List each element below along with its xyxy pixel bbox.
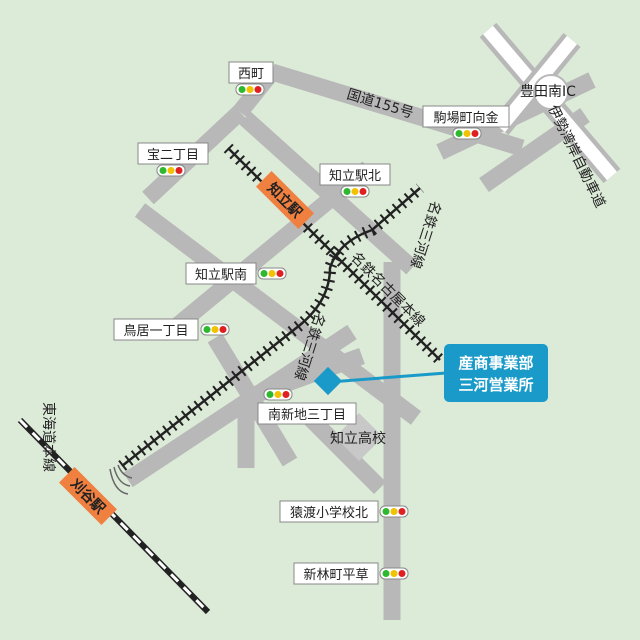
intersection-minamishinchi3[interactable]: 南新地三丁目 bbox=[257, 388, 357, 425]
intersection-label: 鳥居一丁目 bbox=[123, 324, 188, 339]
destination-pointer bbox=[329, 371, 447, 384]
school-label: 知立高校 bbox=[330, 430, 386, 447]
road-network bbox=[123, 63, 596, 620]
intersection-label: 宝二丁目 bbox=[147, 148, 199, 163]
traffic-signal-icon bbox=[379, 567, 409, 580]
destination-line2: 三河営業所 bbox=[458, 376, 533, 394]
intersection-label: 新林町平草 bbox=[303, 567, 368, 583]
school-block bbox=[334, 412, 384, 462]
intersection-label: 西町 bbox=[238, 67, 264, 82]
road-segment bbox=[166, 161, 374, 337]
intersection-chiryu-eki-minami[interactable]: 知立駅南 bbox=[185, 262, 287, 285]
intersection-nishimachi[interactable]: 西町 bbox=[228, 61, 274, 96]
road-segment bbox=[134, 203, 422, 425]
intersection-label: 知立駅南 bbox=[195, 267, 247, 283]
traffic-signal-icon bbox=[379, 505, 409, 518]
traffic-signal-icon bbox=[452, 127, 482, 140]
traffic-signal-icon bbox=[257, 267, 287, 280]
interchange-label: 豊田南IC bbox=[520, 84, 576, 100]
intersection-saruwatari[interactable]: 猿渡小学校北 bbox=[279, 500, 409, 523]
intersection-label: 猿渡小学校北 bbox=[290, 505, 368, 521]
tokaido-line-label: 東海道本線 bbox=[40, 402, 56, 472]
road-segment bbox=[123, 324, 357, 488]
intersection-komabacho[interactable]: 駒場町向金 bbox=[422, 105, 510, 140]
rail-connector bbox=[117, 464, 133, 479]
intersection-shinbayashi[interactable]: 新林町平草 bbox=[293, 562, 409, 585]
traffic-signal-icon bbox=[200, 323, 230, 336]
intersection-label: 南新地三丁目 bbox=[268, 407, 346, 423]
interchange-circle bbox=[533, 74, 569, 110]
traffic-signal-icon bbox=[263, 388, 293, 401]
intersection-label: 知立駅北 bbox=[329, 168, 381, 184]
intersection-label: 駒場町向金 bbox=[433, 110, 498, 126]
intersection-torii1[interactable]: 鳥居一丁目 bbox=[113, 318, 230, 341]
svg-text:東海道本線: 東海道本線 bbox=[40, 402, 56, 472]
destination-marker[interactable] bbox=[313, 366, 343, 396]
intersection-takara2[interactable]: 宝二丁目 bbox=[137, 142, 209, 177]
destination-box[interactable] bbox=[444, 344, 548, 402]
traffic-signal-icon bbox=[340, 185, 370, 198]
expressway bbox=[479, 22, 621, 184]
destination-line1: 産商事業部 bbox=[458, 354, 533, 372]
traffic-signal-icon bbox=[235, 83, 265, 96]
traffic-signal-icon bbox=[156, 164, 186, 177]
intersection-chiryu-eki-kita[interactable]: 知立駅北 bbox=[319, 163, 391, 198]
